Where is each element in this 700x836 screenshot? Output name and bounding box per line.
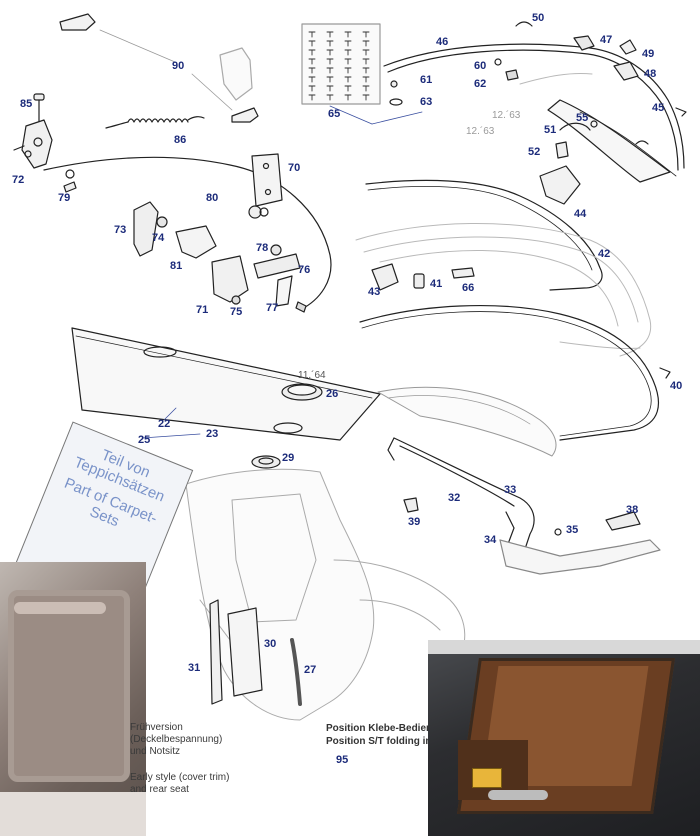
part-number-78: 78	[256, 242, 269, 254]
part-number-65: 65	[328, 108, 341, 120]
trim-panel-part-23	[71, 327, 381, 441]
part-number-70: 70	[288, 162, 301, 174]
part-number-77: 77	[266, 302, 279, 314]
tension-spring-part-86	[105, 116, 205, 129]
part-number-51: 51	[544, 124, 557, 136]
part-number-75: 75	[230, 306, 243, 318]
lock-mechanism-part-71	[211, 244, 307, 313]
part-number-60: 60	[474, 60, 487, 72]
part-number-55: 55	[576, 112, 589, 124]
body-shell	[185, 468, 466, 721]
fastener-kit-part-65	[301, 23, 423, 125]
part-number-44: 44	[574, 208, 587, 220]
mounting-plate-part-70	[251, 153, 283, 207]
part-number-63: 63	[420, 96, 433, 108]
side-panel-part-30	[227, 607, 263, 697]
grommet-part-29	[251, 455, 281, 469]
early-style-photo	[0, 562, 146, 836]
part-number-22: 22	[158, 418, 171, 430]
part-number-39: 39	[408, 516, 421, 528]
part-number-47: 47	[600, 34, 613, 46]
frame-fittings-43-41-66	[371, 263, 475, 291]
part-number-30: 30	[264, 638, 277, 650]
part-number-52: 52	[528, 146, 541, 158]
part-number-72: 72	[12, 174, 25, 186]
top-cover-tray	[377, 386, 557, 457]
part-number-27: 27	[304, 664, 317, 676]
position-caption-de: Position Klebe-Bedienhinweis	[326, 723, 469, 734]
part-number-95: 95	[336, 754, 349, 766]
faint-frame-outline	[355, 73, 652, 357]
position-caption-en: Position S/T folding info	[326, 736, 441, 747]
part-number-71: 71	[196, 304, 209, 316]
early-caption-en: Early style (cover trim) and rear seat	[130, 772, 230, 795]
date-note-3: 11.´64	[298, 370, 326, 381]
part-number-40: 40	[670, 380, 683, 392]
part-number-41: 41	[430, 278, 443, 290]
top-bow-part-42	[365, 179, 603, 291]
part-number-35: 35	[566, 524, 579, 536]
early-caption-de: Frühversion (Deckelbespannung) und Notsi…	[130, 722, 223, 757]
latch-assembly-part-73	[133, 201, 217, 259]
part-number-81: 81	[170, 260, 183, 272]
cover-cap-part-26	[281, 383, 323, 401]
part-number-85: 85	[20, 98, 33, 110]
part-number-38: 38	[626, 504, 639, 516]
part-number-23: 23	[206, 428, 219, 440]
part-number-62: 62	[474, 78, 487, 90]
part-number-79: 79	[58, 192, 71, 204]
part-number-25: 25	[138, 434, 151, 446]
side-trim-part-31	[209, 599, 223, 705]
date-note-1: 12.´63	[492, 110, 521, 121]
hinge-bracket-part-72	[13, 93, 53, 169]
part-number-34: 34	[484, 534, 497, 546]
part-number-86: 86	[174, 134, 187, 146]
part-number-74: 74	[152, 232, 165, 244]
part-number-61: 61	[420, 74, 433, 86]
small-fittings-group	[494, 21, 687, 205]
part-number-49: 49	[642, 48, 655, 60]
date-note-2: 12.´63	[466, 126, 495, 137]
part-number-48: 48	[644, 68, 657, 80]
linkage-rods-part-32	[387, 437, 661, 575]
folding-info-photo	[428, 640, 700, 836]
part-number-26: 26	[326, 388, 339, 400]
part-number-50: 50	[532, 12, 545, 24]
part-number-80: 80	[206, 192, 219, 204]
part-number-33: 33	[504, 484, 517, 496]
part-number-73: 73	[114, 224, 127, 236]
part-number-76: 76	[298, 264, 311, 276]
hose-part-27	[290, 638, 302, 706]
part-number-31: 31	[188, 662, 201, 674]
part-number-32: 32	[448, 492, 461, 504]
part-number-46: 46	[436, 36, 449, 48]
part-number-29: 29	[282, 452, 295, 464]
bracket-part-90	[59, 13, 259, 123]
part-number-43: 43	[368, 286, 381, 298]
part-number-45: 45	[652, 102, 665, 114]
part-number-42: 42	[598, 248, 611, 260]
frame-rail-part-46	[383, 43, 685, 183]
part-number-90: 90	[172, 60, 185, 72]
part-number-66: 66	[462, 282, 475, 294]
rear-bow-part-40	[359, 304, 671, 441]
